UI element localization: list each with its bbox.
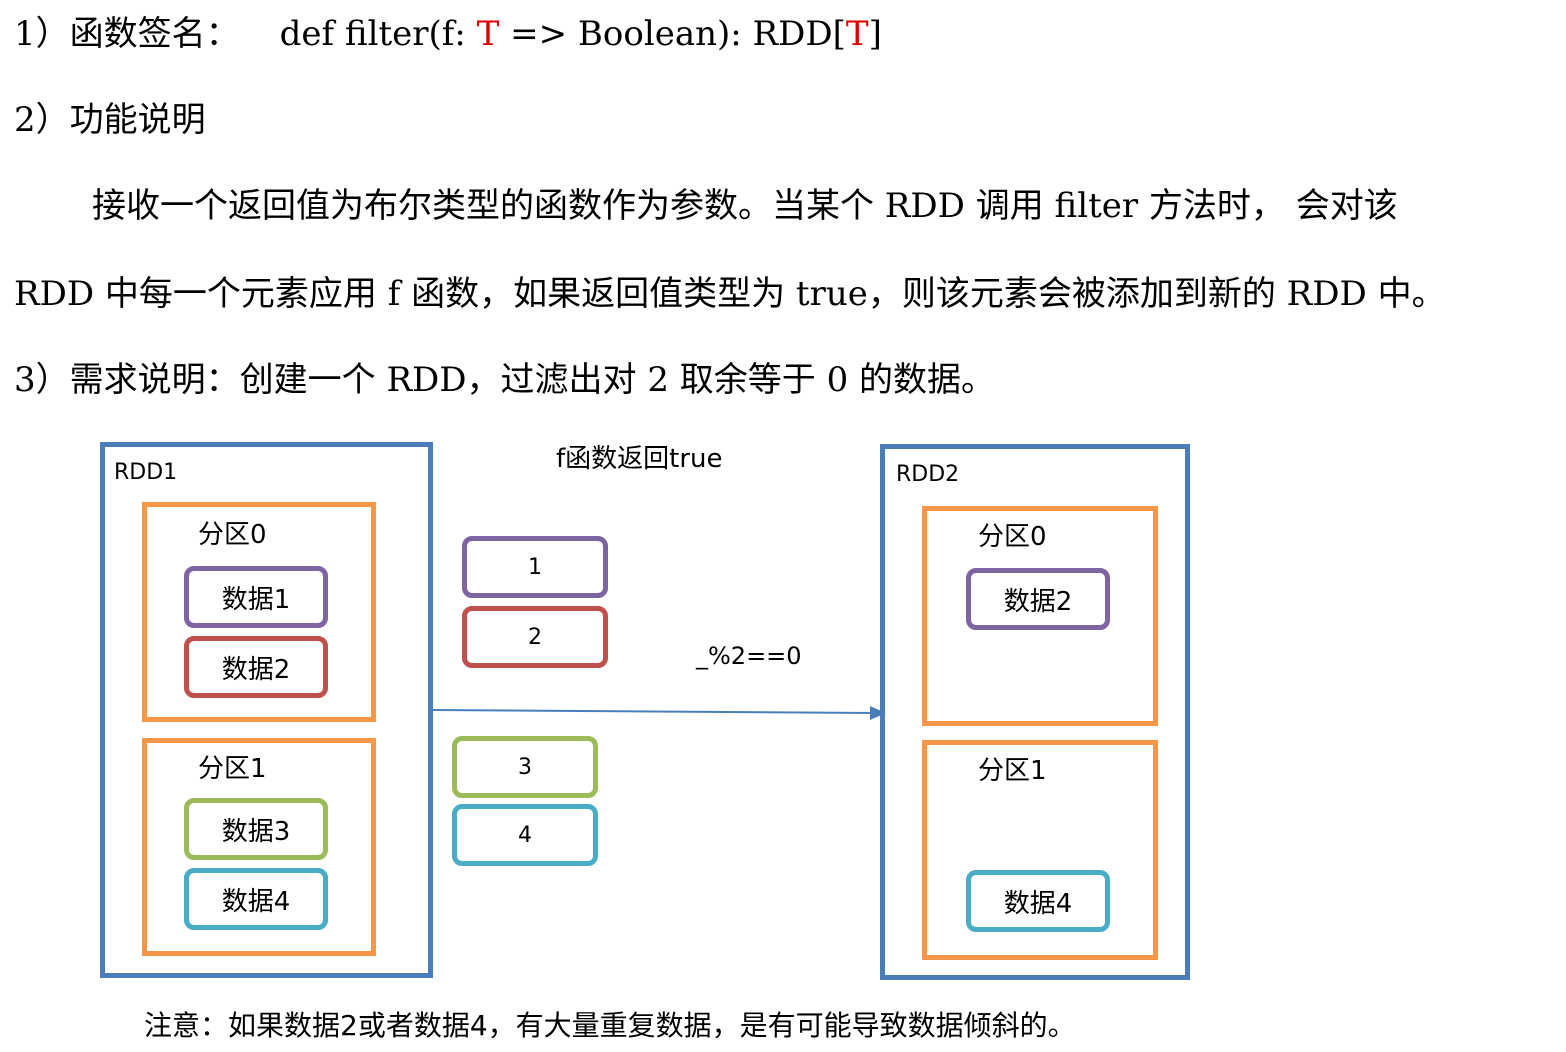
section-heading-requirement: 3）需求说明：创建一个 RDD，过滤出对 2 取余等于 0 的数据。	[14, 360, 996, 400]
value-2: 2	[462, 606, 608, 668]
value-4: 4	[452, 804, 598, 866]
value-1: 1	[462, 536, 608, 598]
type-param-t-result: T	[845, 14, 869, 54]
data-skew-note: 注意：如果数据2或者数据4，有大量重复数据，是有可能导致数据倾斜的。	[144, 1009, 1076, 1042]
type-param-t: T	[476, 14, 500, 54]
rdd1-partition1	[142, 738, 376, 956]
rdd1-data1: 数据1	[184, 566, 328, 628]
rdd2-data2: 数据2	[966, 568, 1110, 630]
value-3: 3	[452, 736, 598, 798]
section-heading-function: 2）功能说明	[14, 100, 206, 140]
function-title: f函数返回true	[556, 444, 723, 474]
signature-code-a: def filter(f:	[279, 14, 477, 54]
rdd1-box	[100, 442, 433, 978]
signature-line: 1）函数签名： def filter(f: T => Boolean): RDD[…	[14, 14, 882, 54]
rdd1-data3: 数据3	[184, 798, 328, 860]
predicate-label: _%2==0	[696, 642, 802, 670]
signature-code-b: => Boolean): RDD[	[499, 14, 846, 54]
rdd2-partition1-label: 分区1	[978, 756, 1047, 786]
rdd1-partition0	[142, 502, 376, 722]
rdd1-data2: 数据2	[184, 636, 328, 698]
rdd1-partition1-label: 分区1	[198, 754, 267, 784]
description-paragraph-2: RDD 中每一个元素应用 f 函数，如果返回值类型为 true，则该元素会被添加…	[14, 274, 1446, 314]
rdd2-partition0	[922, 506, 1158, 726]
rdd2-data4: 数据4	[966, 870, 1110, 932]
filter-arrow	[431, 706, 886, 720]
signature-prefix: 1）函数签名：	[14, 14, 240, 54]
rdd1-label: RDD1	[114, 460, 178, 485]
signature-code-c: ]	[868, 14, 882, 54]
rdd2-box	[880, 444, 1190, 980]
rdd1-data4: 数据4	[184, 868, 328, 930]
rdd2-partition1	[922, 740, 1158, 960]
rdd1-partition0-label: 分区0	[198, 520, 267, 550]
rdd2-label: RDD2	[896, 462, 960, 487]
description-paragraph-1: 接收一个返回值为布尔类型的函数作为参数。当某个 RDD 调用 filter 方法…	[92, 186, 1398, 226]
rdd2-partition0-label: 分区0	[978, 522, 1047, 552]
